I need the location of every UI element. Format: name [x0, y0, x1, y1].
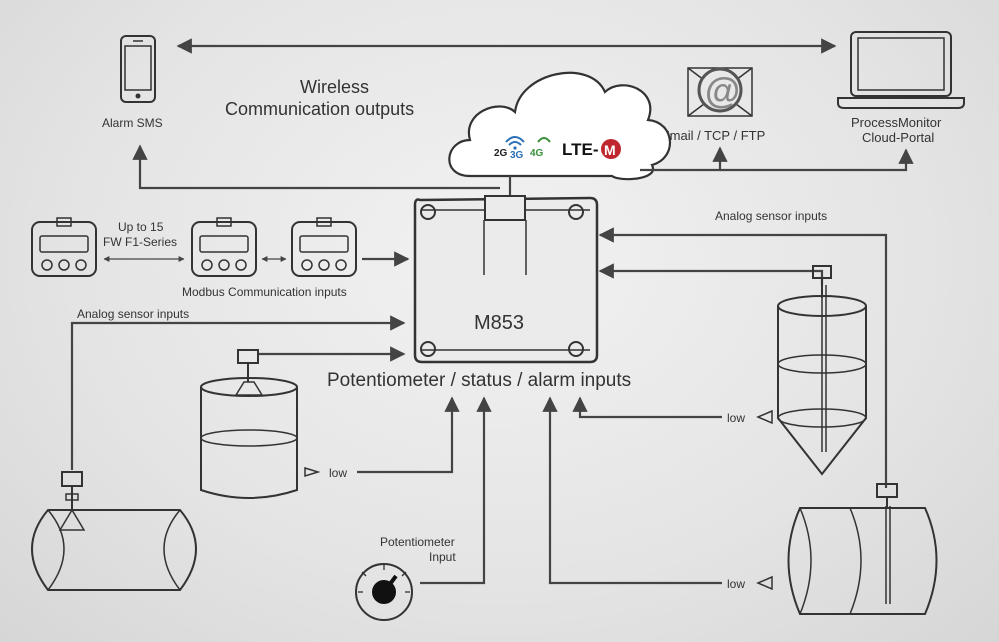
- analog-inputs-left-label: Analog sensor inputs: [77, 307, 189, 321]
- potentiometer-input-label-line2: Input: [429, 550, 456, 564]
- guided-wave-sensor-cylinder: [876, 483, 898, 508]
- device-name: M853: [474, 312, 524, 334]
- badge-lte-m: M: [604, 142, 616, 158]
- analog-left-wire: [70, 315, 406, 470]
- modbus-inputs-label: Modbus Communication inputs: [182, 285, 347, 299]
- laptop-icon: [837, 31, 965, 109]
- badge-lte: LTE-: [562, 140, 599, 159]
- fw-display-unit-3: [291, 217, 357, 277]
- up-to-label-line1: Up to 15: [118, 220, 164, 234]
- level-switch-right-top-icon: [756, 409, 773, 425]
- cloud-portal-label-line1: ProcessMonitor: [851, 115, 942, 130]
- potentiometer-wire: [420, 396, 492, 585]
- horizontal-cylinder: [787, 506, 938, 615]
- email-tcp-ftp-label: Email / TCP / FTP: [661, 128, 765, 143]
- up-to-label-line2: FW F1-Series: [103, 235, 177, 249]
- low-right-bottom-label: low: [727, 577, 745, 591]
- vertical-tank: [200, 377, 298, 499]
- low-left-label: low: [329, 466, 347, 480]
- analog-inputs-right-label: Analog sensor inputs: [715, 209, 827, 223]
- output-to-laptop: [720, 148, 914, 172]
- wifi-icon: [505, 136, 551, 150]
- radar-sensor-middle: [237, 349, 259, 382]
- analog-right-wire-top: [598, 227, 888, 488]
- analog-right-wire-cone: [598, 263, 824, 285]
- horizontal-tank: [31, 508, 197, 591]
- potentiometer-status-label: Potentiometer / status / alarm inputs: [327, 370, 631, 391]
- badge-3g: 3G: [510, 150, 524, 161]
- lte-m-badge: M: [601, 139, 621, 159]
- smartphone-icon: [120, 35, 156, 103]
- cloud-portal-label-line2: Cloud-Portal: [862, 130, 934, 145]
- badge-4g: 4G: [530, 148, 544, 159]
- svg-text:@: @: [705, 70, 740, 111]
- m853-device: [413, 195, 599, 364]
- low-left-wire: [357, 396, 460, 474]
- radar-sensor-left: [61, 471, 83, 510]
- badge-2g: 2G: [494, 148, 508, 159]
- potentiometer-knob-icon: [355, 563, 413, 621]
- wireless-label-line2: Communication outputs: [225, 99, 414, 119]
- low-right-bottom-wire: [542, 396, 722, 585]
- fw-display-unit-1: [31, 217, 97, 277]
- output-to-phone: [132, 144, 500, 190]
- guided-wave-sensor-silo: [812, 265, 832, 298]
- cloud-icon: [448, 71, 671, 181]
- low-right-top-label: low: [727, 411, 745, 425]
- alarm-sms-label: Alarm SMS: [102, 116, 163, 130]
- potentiometer-input-label-line1: Potentiometer: [380, 535, 455, 549]
- fw-display-unit-2: [191, 217, 257, 277]
- cone-silo: [777, 285, 867, 476]
- at-sign-icon: @: [687, 67, 753, 117]
- wireless-label-line1: Wireless: [300, 77, 369, 97]
- level-switch-right-bottom-icon: [756, 575, 773, 591]
- level-switch-left-icon: [304, 466, 321, 478]
- low-right-top-wire: [572, 396, 722, 419]
